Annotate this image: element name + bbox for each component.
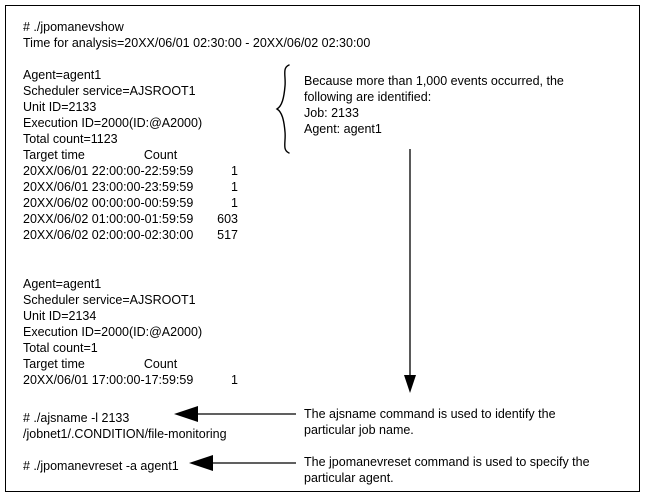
output-block-two-time-column: 20XX/06/01 17:00:00-17:59:59 xyxy=(23,373,194,387)
command-jpomanevreset-text: # ./jpomanevreset -a agent1 xyxy=(23,459,179,473)
curly-brace-block-one xyxy=(275,64,290,154)
annotation-events-note: Because more than 1,000 events occurred,… xyxy=(304,74,564,136)
arrow-note-to-reset-command-head xyxy=(189,455,213,471)
output-block-two-count-column: 1 xyxy=(231,373,238,387)
output-block-two-text: Agent=agent1 Scheduler service=AJSROOT1 … xyxy=(23,277,203,371)
figure-panel: # ./jpomanevshow Time for analysis=20XX/… xyxy=(5,5,640,492)
output-block-one-text: Agent=agent1 Scheduler service=AJSROOT1 … xyxy=(23,68,203,162)
command-ajsname-text: # ./ajsname -l 2133 /jobnet1/.CONDITION/… xyxy=(23,411,227,441)
arrow-events-to-ajsname-head xyxy=(404,375,416,393)
output-block-one-count-column: 1 1 1 603 517 xyxy=(217,164,238,242)
annotation-ajsname-note: The ajsname command is used to identify … xyxy=(304,407,556,437)
annotation-reset-note: The jpomanevreset command is used to spe… xyxy=(304,455,590,485)
output-block-one-time-column: 20XX/06/01 22:00:00-22:59:59 20XX/06/01 … xyxy=(23,164,194,242)
console-header-text: # ./jpomanevshow Time for analysis=20XX/… xyxy=(23,20,371,50)
